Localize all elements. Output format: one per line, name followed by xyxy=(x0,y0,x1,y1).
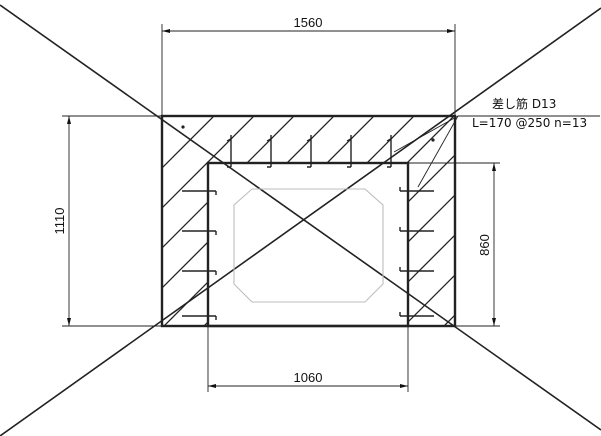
hatch-line xyxy=(490,100,601,360)
rebar-note-line1: 差し筋 D13 xyxy=(492,96,556,111)
dowel-bars xyxy=(182,135,434,320)
hatch-line xyxy=(530,100,601,360)
dowel-bar xyxy=(399,312,434,317)
dowel-bar xyxy=(347,135,352,168)
dim-left-height: 1110 xyxy=(52,115,162,327)
cross-out-lines xyxy=(0,4,601,436)
dim-right-height-label: 860 xyxy=(477,234,492,256)
hatch-line xyxy=(162,116,311,326)
hatch-line xyxy=(449,116,455,326)
dim-top-width-label: 1560 xyxy=(294,15,323,30)
hatch-line xyxy=(289,116,455,326)
hatch-line xyxy=(409,116,455,326)
rebar-note: 差し筋 D13 L=170 @250 n=13 xyxy=(393,96,600,188)
dowel-bar xyxy=(182,270,217,275)
dowel-bar xyxy=(307,135,312,168)
hatch-line xyxy=(329,116,455,326)
corner-dots xyxy=(181,125,435,142)
dowel-bar xyxy=(306,137,313,142)
dim-bottom-width-label: 1060 xyxy=(294,370,323,385)
dowel-bar xyxy=(182,315,217,320)
rebar-note-line2: L=170 @250 n=13 xyxy=(472,116,587,130)
dim-bottom-width: 1060 xyxy=(207,326,409,392)
dowel-bar xyxy=(346,137,353,142)
dim-right-height: 860 xyxy=(408,162,500,327)
hatch-line xyxy=(209,116,455,326)
outer-outline xyxy=(160,114,457,328)
dowel-bar xyxy=(267,135,272,168)
dowel-bar xyxy=(399,267,434,272)
dowel-bar xyxy=(182,230,217,235)
dowel-bar xyxy=(226,137,233,142)
inner-octagon xyxy=(233,188,384,303)
dim-left-height-label: 1110 xyxy=(52,208,67,235)
inner-opening xyxy=(206,161,410,328)
dowel-bar xyxy=(387,135,392,168)
hatch-line xyxy=(162,116,231,326)
dim-top-width: 1560 xyxy=(161,15,456,116)
dowel-bar xyxy=(266,137,273,142)
dowel-bar xyxy=(182,190,217,195)
hatch-line xyxy=(369,116,455,326)
hatch-line xyxy=(162,116,271,326)
dowel-bar xyxy=(227,135,232,168)
dowel-bar xyxy=(399,227,434,232)
dowel-bar xyxy=(386,137,393,142)
dowel-bar xyxy=(399,187,434,192)
hatched-concrete xyxy=(162,100,601,360)
